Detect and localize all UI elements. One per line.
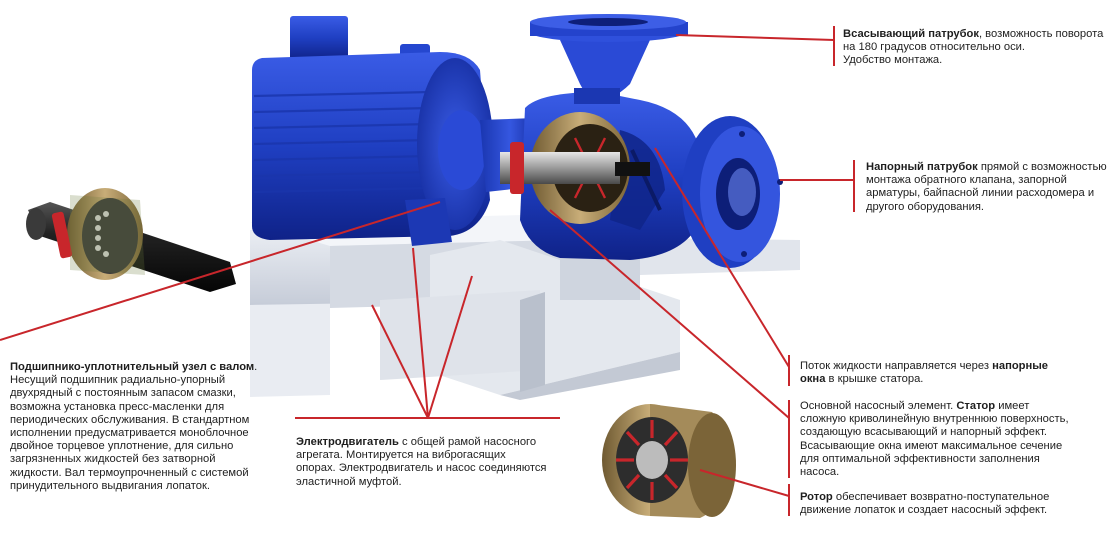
discharge-pipe-callout: Напорный патрубок прямой с возможностью … <box>866 161 1107 213</box>
discharge-title: Напорный патрубок <box>866 161 978 173</box>
stator-callout: Основной насосный элемент. Статор имеет … <box>800 400 1069 479</box>
suction-pipe-callout: Всасывающий патрубок, возможность поворо… <box>843 28 1104 67</box>
flow-windows-callout: Поток жидкости направляется через напорн… <box>800 360 1049 386</box>
motor-callout: Электродвигатель с общей рамой насосного… <box>296 436 547 488</box>
bearing-callout: Подшипнико-уплотнительный узел с валом. … <box>10 361 258 492</box>
suction-title: Всасывающий патрубок <box>843 28 979 40</box>
bearing-title: Подшипнико-уплотнительный узел с валом <box>10 361 255 373</box>
leader-lines <box>0 26 855 516</box>
main-stator-cutaway <box>500 112 650 224</box>
stator-title: Статор <box>956 400 996 412</box>
bearing-shaft-inset <box>26 188 236 292</box>
stator-rotor-inset <box>602 404 736 518</box>
electric-motor <box>252 16 540 246</box>
motor-title: Электродвигатель <box>296 436 399 448</box>
rotor-callout: Ротор обеспечивает возвратно-поступатель… <box>800 491 1050 517</box>
rotor-title: Ротор <box>800 491 833 503</box>
